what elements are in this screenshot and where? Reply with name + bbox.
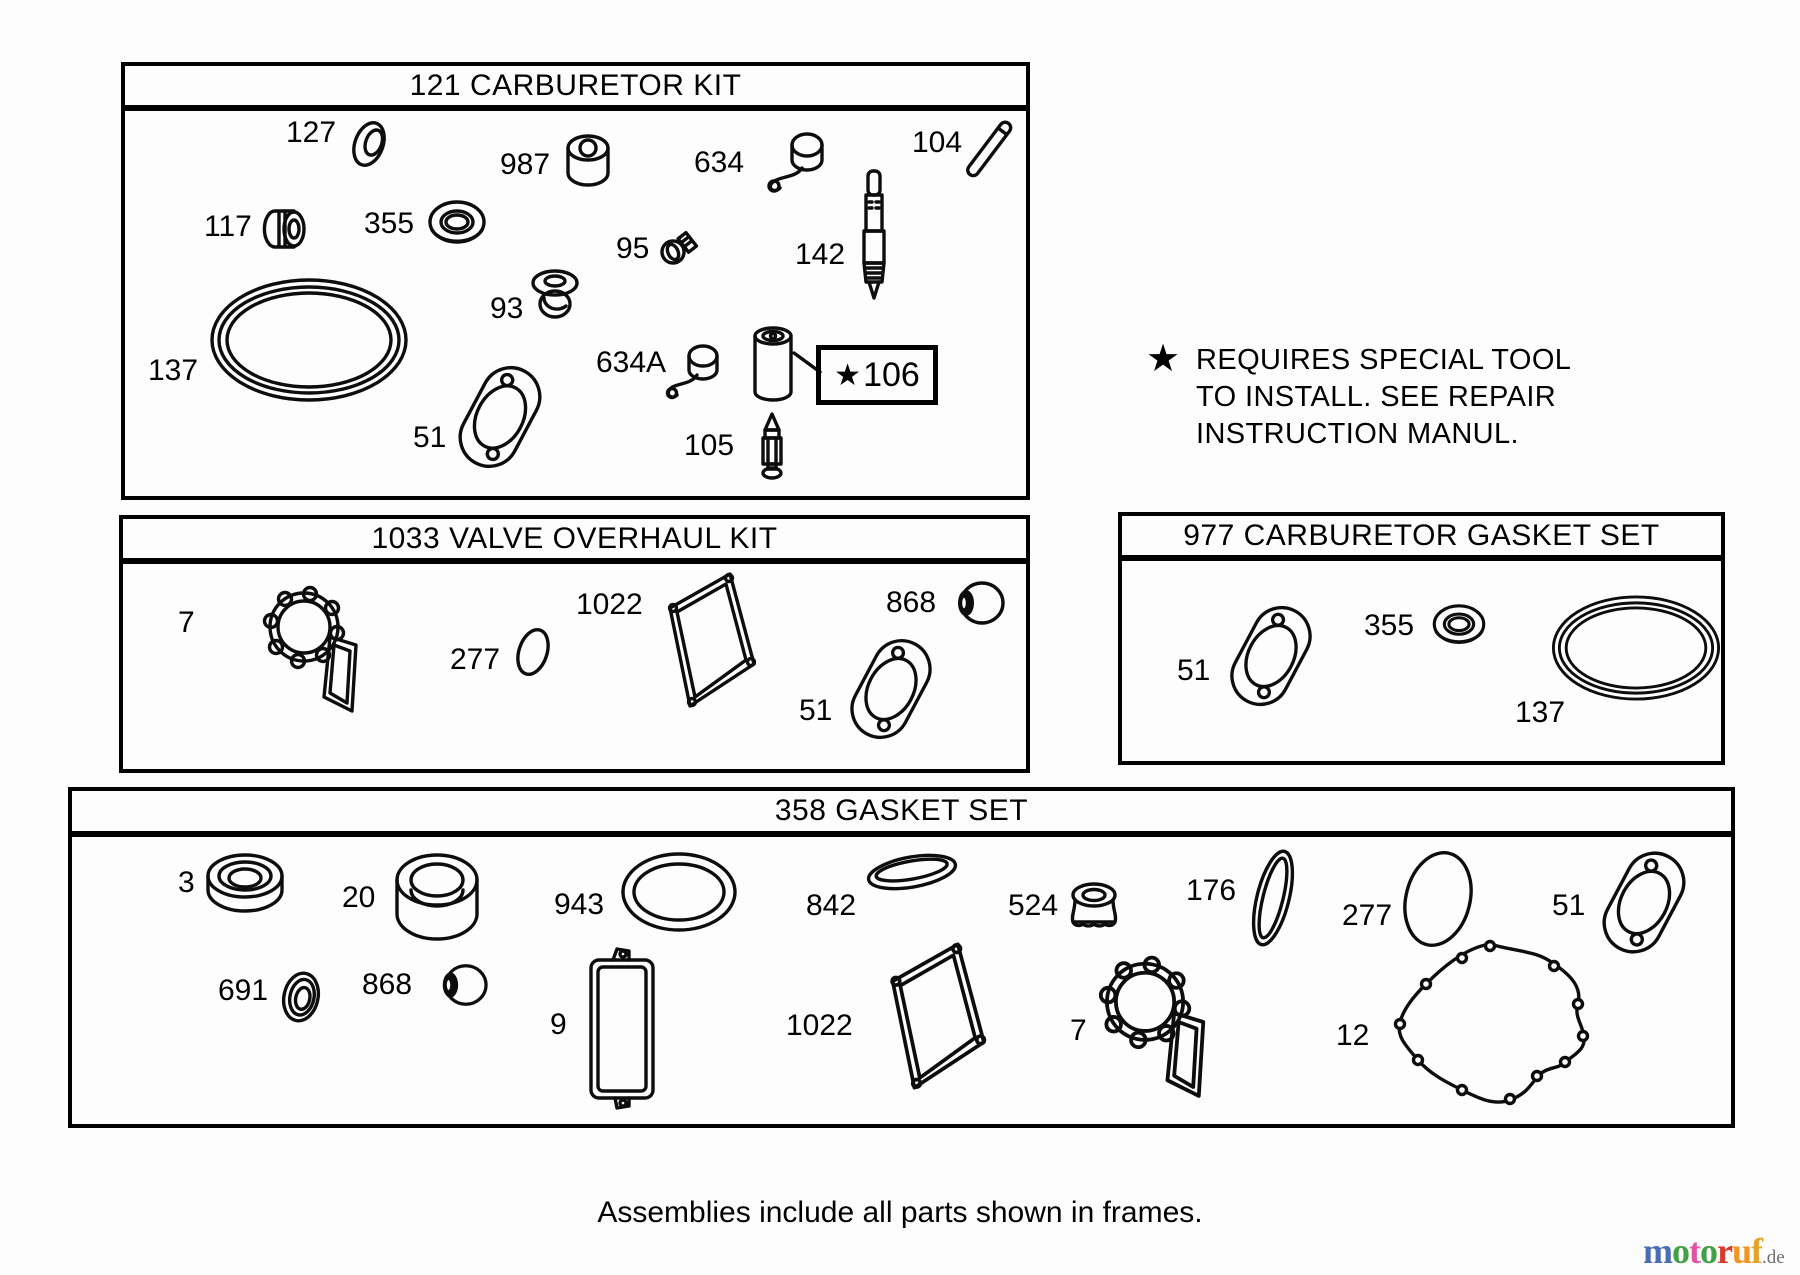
part-label-51: 51 (413, 421, 447, 454)
part-1022-gasket-drawing (890, 942, 987, 1090)
part-1022-gasket-drawing (667, 572, 757, 708)
part-9-cover-gasket-drawing (589, 947, 655, 1110)
part-7-carb-gasket-drawing (262, 585, 358, 713)
part-label-127: 127 (286, 116, 337, 149)
frame-gasket-set-title: 358 GASKET SET (72, 791, 1731, 837)
part-label-51-cgs: 51 (1177, 654, 1211, 687)
part-label-634a: 634A (596, 346, 667, 379)
part-label-868-gs: 868 (362, 968, 413, 1001)
part-93-nut-drawing (531, 269, 579, 319)
logo-letter-m: m (1643, 1231, 1673, 1271)
part-label-7: 7 (178, 606, 195, 639)
part-label-7-gs: 7 (1070, 1014, 1087, 1047)
part-117-knurled-plug-drawing (262, 209, 306, 249)
part-label-277: 277 (450, 643, 501, 676)
part-label-277-gs: 277 (1342, 899, 1393, 932)
part-634a-spring-clip-drawing (665, 344, 719, 400)
footer-note: Assemblies include all parts shown in fr… (597, 1196, 1203, 1229)
logo-letter-o1: o (1672, 1231, 1690, 1271)
part-691-grommet-drawing (281, 971, 321, 1023)
part-label-9: 9 (550, 1008, 567, 1041)
part-106-filter-canister-drawing (753, 326, 793, 402)
frame-carb-gasket-set-title: 977 CARBURETOR GASKET SET (1122, 516, 1721, 561)
part-987-bushing-drawing (566, 134, 610, 187)
part-label-117: 117 (204, 210, 252, 243)
part-label-95: 95 (616, 232, 650, 265)
special-tool-note-line3: INSTRUCTION MANUL. (1196, 418, 1519, 450)
part-label-987: 987 (500, 148, 551, 181)
part-95-screw-drawing (660, 230, 699, 265)
part-868-valve-seal-drawing (958, 581, 1005, 625)
part-20-seal-cup-drawing (395, 853, 479, 941)
logo-letter-o2: o (1700, 1231, 1718, 1271)
part-label-524: 524 (1008, 889, 1059, 922)
part-label-1022: 1022 (576, 588, 643, 621)
part-label-634: 634 (694, 146, 745, 179)
part-label-868: 868 (886, 586, 937, 619)
part-label-93: 93 (490, 292, 524, 325)
part-label-106: 106 (863, 355, 920, 394)
part-277-oring-drawing (1403, 851, 1473, 947)
logo-letter-u: u (1731, 1231, 1752, 1271)
part-137-oring-drawing (210, 278, 408, 402)
part-label-12: 12 (1336, 1019, 1370, 1052)
part-137-oring-drawing (1551, 595, 1721, 701)
part-label-142: 142 (795, 238, 846, 271)
part-label-137-cgs: 137 (1515, 696, 1566, 729)
part-label-691: 691 (218, 974, 269, 1007)
part-634-spring-clip-drawing (767, 132, 824, 193)
part-104-pin-drawing (966, 120, 1013, 178)
part-355-seal-drawing (428, 200, 486, 244)
part-label-51-valve: 51 (799, 694, 833, 727)
part-label-1022-gs: 1022 (786, 1009, 853, 1042)
part-label-105: 105 (684, 429, 735, 462)
part-label-355-cgs: 355 (1364, 609, 1415, 642)
note-star-icon: ★ (1146, 338, 1181, 380)
part-7-carb-gasket-drawing (1098, 955, 1206, 1098)
motoruf-logo: motoruf.de (1643, 1230, 1785, 1272)
part-105-float-needle-drawing (761, 412, 783, 480)
part-51-flange-gasket-drawing (458, 365, 542, 469)
part-label-3: 3 (178, 866, 195, 899)
part-12-crankcase-gasket-drawing (1393, 939, 1590, 1106)
frame-carb-gasket-set: 977 CARBURETOR GASKET SET (1118, 512, 1725, 765)
part-label-355: 355 (364, 207, 415, 240)
logo-letter-f: f (1751, 1231, 1763, 1271)
part-label-20: 20 (342, 881, 376, 914)
part-943-ring-drawing (621, 852, 737, 932)
part-51-flange-gasket-drawing (1602, 851, 1686, 954)
part-3-seal-cup-drawing (206, 853, 284, 913)
part-842-flat-oval-gasket-drawing (866, 853, 958, 891)
part-label-176: 176 (1186, 874, 1237, 907)
part-868-valve-seal-drawing (442, 964, 488, 1006)
logo-letter-r: r (1717, 1231, 1733, 1271)
frame-valve-overhaul-kit-title: 1033 VALVE OVERHAUL KIT (123, 519, 1026, 564)
part-106-callout-box: ★ 106 (816, 345, 938, 405)
part-127-washer-drawing (352, 121, 386, 167)
logo-letter-t: t (1689, 1231, 1701, 1271)
part-524-cap-drawing (1070, 882, 1118, 928)
part-51-flange-gasket-drawing (1230, 605, 1312, 707)
part-label-137: 137 (148, 354, 199, 387)
special-tool-star-icon: ★ (834, 358, 862, 392)
part-label-842: 842 (806, 889, 857, 922)
special-tool-note-line2: TO INSTALL. SEE REPAIR (1196, 381, 1557, 413)
logo-suffix: .de (1762, 1247, 1785, 1268)
part-355-seal-drawing (1432, 604, 1486, 645)
part-106-callout-line (792, 351, 822, 374)
frame-carburetor-kit-title: 121 CARBURETOR KIT (125, 66, 1026, 111)
part-label-943: 943 (554, 888, 605, 921)
part-label-51-gs: 51 (1552, 889, 1586, 922)
part-142-needle-valve-drawing (862, 169, 886, 300)
part-277-oring-drawing (516, 628, 550, 676)
special-tool-note: REQUIRES SPECIAL TOOL TO INSTALL. SEE RE… (1196, 342, 1571, 453)
part-label-104: 104 (912, 126, 963, 159)
special-tool-note-line1: REQUIRES SPECIAL TOOL (1196, 344, 1572, 376)
part-176-oval-ring-drawing (1251, 849, 1295, 947)
part-51-flange-gasket-drawing (850, 639, 932, 739)
